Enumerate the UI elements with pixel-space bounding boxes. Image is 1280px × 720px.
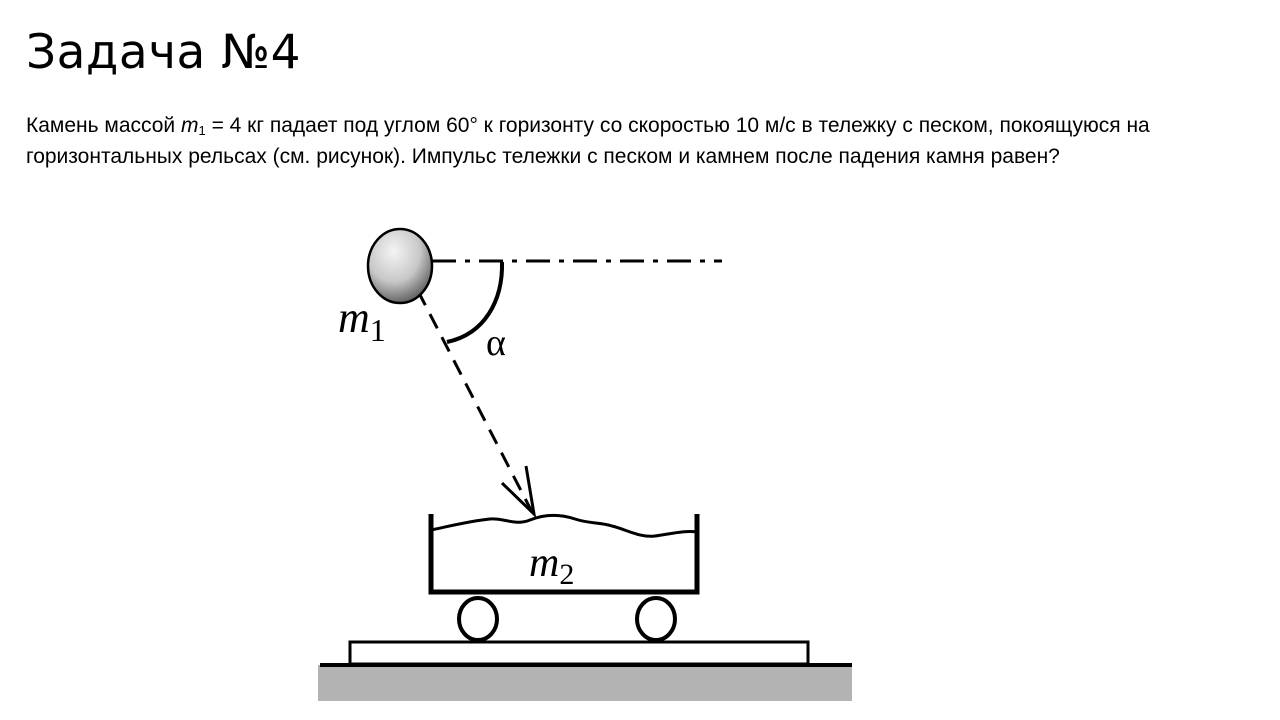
rail xyxy=(348,640,810,666)
stone xyxy=(366,227,434,305)
mass-variable: m xyxy=(181,114,199,137)
cart-wheel-right xyxy=(635,596,677,642)
cart-mass-label-sub: 2 xyxy=(559,558,574,591)
problem-text-part1: Камень массой xyxy=(26,114,181,137)
ground xyxy=(318,665,852,701)
angle-label: α xyxy=(486,322,506,364)
cart-mass-label-main: m xyxy=(529,540,559,586)
angle-arc xyxy=(446,261,505,344)
stone-mass-label-sub: 1 xyxy=(370,312,386,348)
cart-body xyxy=(428,514,700,595)
trajectory-line xyxy=(416,290,533,511)
stone-mass-label: m1 xyxy=(338,293,386,348)
sand-surface xyxy=(430,513,698,538)
stone-mass-label-main: m xyxy=(338,293,370,342)
slide-title: Задача №4 xyxy=(26,25,302,80)
cart-wheel-left xyxy=(457,596,499,642)
problem-text-part2: = 4 кг падает под углом 60° к горизонту … xyxy=(26,114,1150,168)
arrow-head xyxy=(500,465,537,519)
mass-variable-subscript: 1 xyxy=(198,123,206,138)
problem-text: Камень массой m1 = 4 кг падает под углом… xyxy=(26,110,1256,172)
cart-mass-label: m2 xyxy=(529,540,574,591)
